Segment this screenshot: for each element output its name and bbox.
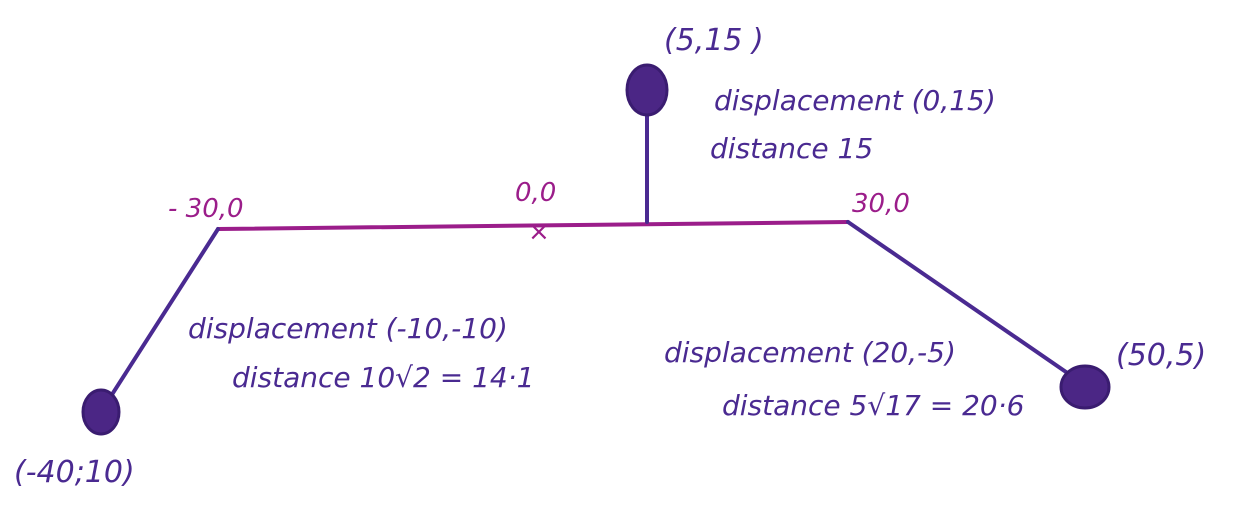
origin-cross-mark: × <box>528 217 550 247</box>
origin-label: 0,0 <box>515 178 556 208</box>
bottom-left-point-label: (-40;10) <box>14 455 135 490</box>
left-point-node <box>81 388 121 436</box>
branch-to-left-point <box>102 227 220 409</box>
right-point-label: (50,5) <box>1116 338 1206 373</box>
top-point-label: (5,15 ) <box>664 23 764 58</box>
right-distance-text: distance 5√17 = 20·6 <box>722 389 1024 422</box>
left-axis-label: - 30,0 <box>168 194 244 224</box>
horizontal-axis-line <box>216 220 850 231</box>
right-displacement-text: displacement (20,-5) <box>664 336 956 369</box>
left-distance-text: distance 10√2 = 14·1 <box>232 361 534 394</box>
right-axis-label: 30,0 <box>852 189 910 219</box>
top-displacement-text: displacement (0,15) <box>714 84 996 117</box>
left-displacement-text: displacement (-10,-10) <box>188 312 508 345</box>
right-point-node <box>1059 364 1111 410</box>
top-distance-text: distance 15 <box>710 132 873 165</box>
top-point-node <box>625 63 669 117</box>
branch-to-right-point <box>846 220 1084 385</box>
